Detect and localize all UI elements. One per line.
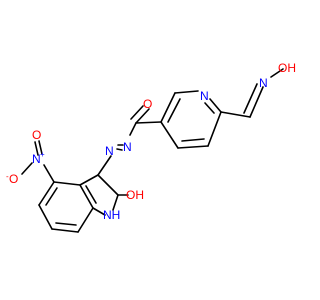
bond-no2-o-double-2 [38,140,43,155]
bond-carbonyl-o [135,108,150,124]
bond-azo-n-indole [97,155,112,176]
bond-c3-c2 [97,174,119,196]
bond-c7-c6-double [55,222,77,226]
bond-pyr-c4-c5 [177,145,209,149]
bond-c7-c6 [51,228,79,233]
bond-azo-nn [116,148,123,151]
oxime-oh-label: OH [278,61,296,75]
bond-no2-o-double [34,141,39,156]
nitro-o-minus-charge: - [6,172,9,181]
bond-c4-c3a [53,181,81,186]
bond-pyr-c2-c3 [160,92,176,123]
bond-pyr-carbonyl [135,121,162,124]
bond-c4-no2 [43,164,55,183]
bond-c3-c3a [79,174,99,186]
bond-c2-n1 [112,194,119,211]
chemical-structure-diagram: OH N N O N N O - N + O NH OH [6,61,296,233]
indole-nh-label: NH [103,208,120,222]
bond-n1-c7a [92,207,106,216]
bond-pyr-c2-c3-double [167,98,181,123]
bond-carbonyl-o-double [130,105,144,120]
pyridine-n-label: N [200,89,209,103]
bond-pyr-c6-n1 [209,98,222,113]
nitro-n-charge: + [40,150,45,159]
bonds [21,68,284,233]
bond-pyr-n1-c2 [174,90,199,94]
azo-n1-label: N [123,140,132,154]
bond-pyr-c5-c6 [207,111,222,147]
oxime-n-label: N [259,76,268,90]
bond-ch-pyridine [220,111,251,118]
bond-c3a-c7a [79,184,94,209]
bond-pyr-c4-c5-double [181,138,205,142]
bond-no2-o-minus [21,162,33,175]
bond-pyr-c3-c4 [160,121,179,149]
bond-carbonyl-azo-n [129,122,137,136]
atom-labels: OH N N O N N O - N + O NH OH [6,61,296,222]
bond-oxime-n-ch-double [243,83,258,114]
bond-c5-c4-double [45,187,58,206]
bond-c3a-c7a-double [85,185,97,204]
bond-c6-c5 [38,204,53,230]
nitro-n-label: N [32,152,41,166]
nitro-o-label: O [32,128,41,142]
bond-c7a-c7 [77,207,94,233]
bond-oxime-o-n [270,68,284,78]
indole-oh-label: OH [126,188,144,202]
bond-oxime-n-ch [249,86,264,118]
bond-pyr-n1-c6-double [204,102,215,114]
azo-n2-label: N [105,144,114,158]
nitro-o-minus-label: O [9,172,18,186]
bond-c5-c4 [38,181,55,206]
amide-o-label: O [143,97,152,111]
